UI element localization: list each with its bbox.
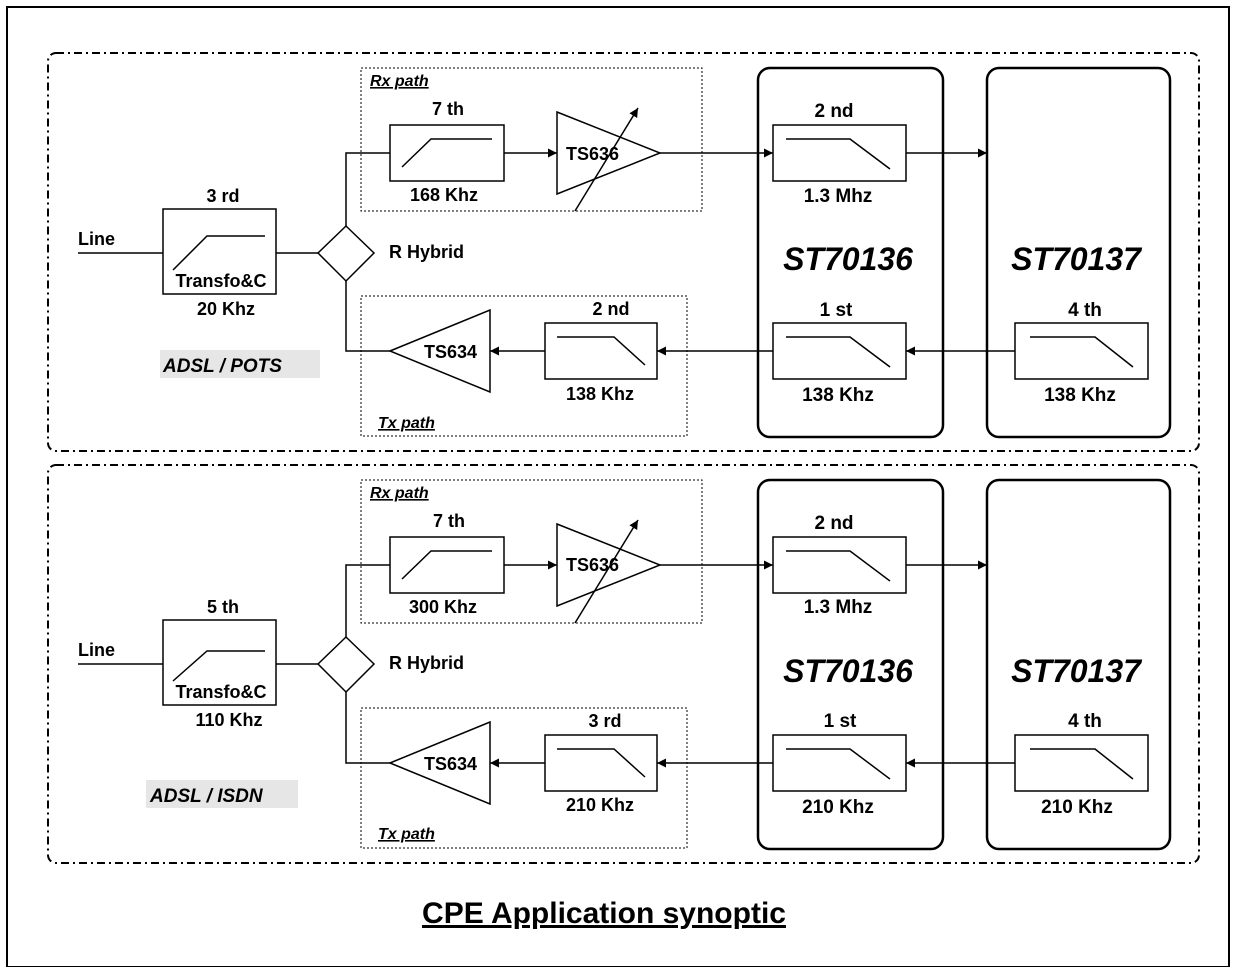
variable-gain-arrow-icon (574, 519, 639, 624)
chip1-tx-order: 1 st (824, 711, 857, 732)
chip1-rx-freq: 1.3 Mhz (804, 186, 873, 207)
rx-amplifier-label: TS636 (566, 144, 619, 164)
tx-filter-box (544, 322, 658, 380)
chip1-rx-filter-box (772, 124, 907, 182)
lowpass-icon (557, 748, 646, 778)
rx-amplifier-label: TS636 (566, 555, 619, 575)
chip1-tx-filter-box (772, 322, 907, 380)
chip1-rx-order: 2 nd (814, 101, 853, 122)
line-filter-freq: 20 Khz (197, 299, 255, 319)
rx-filter-order: 7 th (433, 511, 465, 531)
section-label: ADSL / POTS (162, 356, 282, 377)
tx-filter-freq: 138 Khz (566, 384, 634, 404)
panel-dashdot-border (47, 464, 1200, 864)
hybrid-diamond (316, 224, 376, 283)
tx-filter-box (544, 734, 658, 792)
hybrid-diamond (316, 635, 376, 694)
chip-st70137-box (985, 66, 1172, 439)
highpass-icon (172, 235, 265, 271)
lowpass-icon (786, 550, 891, 582)
tx-filter-freq: 210 Khz (566, 795, 634, 815)
chip1-name: ST70136 (783, 653, 913, 689)
chip-st70137-box (985, 478, 1172, 851)
line-label: Line (78, 640, 115, 660)
chip2-name: ST70137 (1011, 241, 1143, 277)
chip2-tx-filter-box (1014, 734, 1149, 792)
tx-filter-order: 3 rd (588, 711, 621, 731)
rx-filter-freq: 300 Khz (409, 597, 477, 617)
hybrid-label: R Hybrid (389, 653, 464, 673)
section-label: ADSL / ISDN (149, 786, 264, 807)
rx-path-box (360, 479, 703, 624)
highpass-icon (401, 550, 492, 580)
line-filter-inner: Transfo&C (175, 271, 266, 291)
tx-path-box (360, 707, 688, 849)
chip1-tx-freq: 210 Khz (802, 797, 874, 818)
tx-filter-order: 2 nd (592, 299, 629, 319)
line-filter-inner: Transfo&C (175, 682, 266, 702)
tx-path-label: Tx path (378, 415, 435, 432)
highpass-icon (401, 138, 492, 168)
page-border (6, 6, 1230, 967)
panel-adsl-isdn: Line 5 th Transfo&C 110 Khz R Hybrid ADS… (47, 464, 1200, 864)
chip1-rx-order: 2 nd (814, 513, 853, 534)
lowpass-icon (1030, 748, 1134, 780)
lowpass-icon (786, 748, 891, 780)
line-filter-freq: 110 Khz (195, 710, 262, 730)
rx-amplifier-triangle (556, 110, 663, 196)
chip-st70136-box (756, 478, 945, 851)
panel-dashdot-border (47, 52, 1200, 452)
line-filter-box (162, 208, 277, 295)
chip1-rx-freq: 1.3 Mhz (804, 597, 873, 618)
rx-filter-order: 7 th (432, 99, 464, 119)
tx-amplifier-label: TS634 (424, 754, 477, 774)
rx-filter-box (389, 536, 505, 594)
line-filter-box (162, 619, 277, 706)
variable-gain-arrow-icon (574, 107, 639, 212)
tx-amplifier-label: TS634 (424, 342, 477, 362)
line-filter-order: 5 th (207, 597, 239, 617)
rx-filter-freq: 168 Khz (410, 185, 478, 205)
hybrid-label: R Hybrid (389, 242, 464, 262)
rx-path-box (360, 67, 703, 212)
chip1-name: ST70136 (783, 241, 913, 277)
lowpass-icon (557, 336, 646, 366)
rx-path-label: Rx path (370, 73, 429, 90)
panel-adsl-pots: Line 3 rd Transfo&C 20 Khz R Hybrid ADSL… (47, 52, 1200, 452)
chip2-tx-filter-box (1014, 322, 1149, 380)
highpass-icon (172, 650, 265, 682)
chip2-tx-freq: 210 Khz (1041, 797, 1113, 818)
chip1-tx-freq: 138 Khz (802, 385, 874, 406)
chip1-rx-filter-box (772, 536, 907, 594)
rx-amplifier-triangle (556, 522, 663, 608)
chip2-tx-order: 4 th (1068, 300, 1102, 321)
lowpass-icon (786, 138, 891, 170)
line-filter-order: 3 rd (206, 186, 239, 206)
chip1-tx-order: 1 st (820, 300, 853, 321)
lowpass-icon (1030, 336, 1134, 368)
lowpass-icon (786, 336, 891, 368)
chip2-name: ST70137 (1011, 653, 1143, 689)
chip2-tx-order: 4 th (1068, 711, 1102, 732)
tx-path-box (360, 295, 688, 437)
tx-path-label: Tx path (378, 826, 435, 843)
chip2-tx-freq: 138 Khz (1044, 385, 1116, 406)
rx-path-label: Rx path (370, 485, 429, 502)
rx-filter-box (389, 124, 505, 182)
chip-st70136-box (756, 66, 945, 439)
chip1-tx-filter-box (772, 734, 907, 792)
diagram-caption: CPE Application synoptic (422, 897, 786, 930)
line-label: Line (78, 229, 115, 249)
